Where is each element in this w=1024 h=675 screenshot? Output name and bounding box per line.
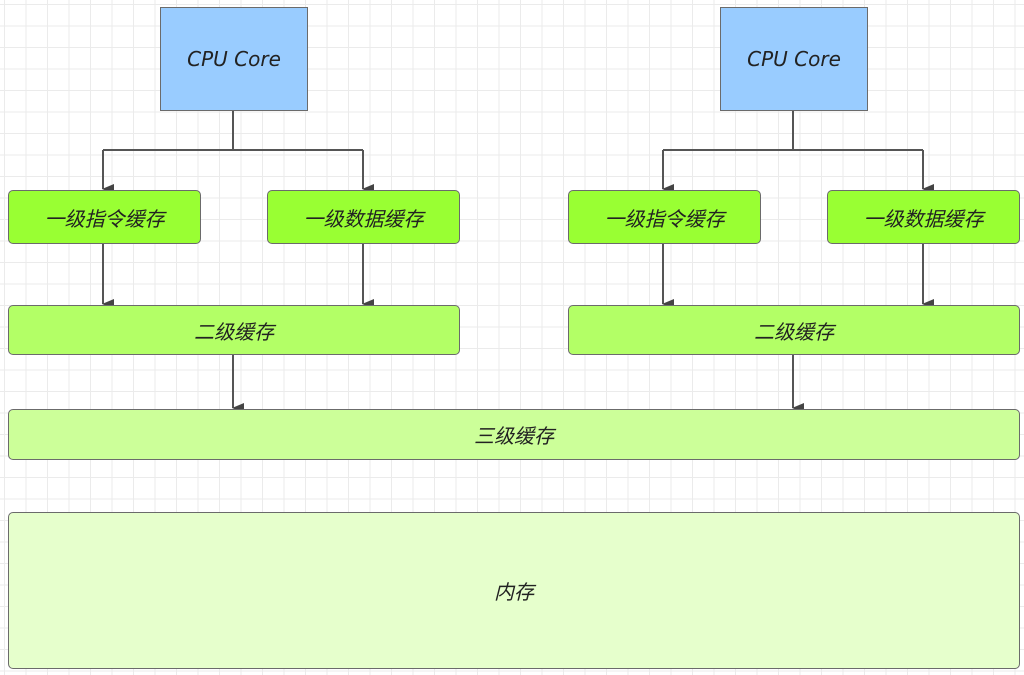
l1-instruction-cache-2[interactable]: 一级指令缓存 xyxy=(568,190,761,244)
cpu-core-2[interactable]: CPU Core xyxy=(720,7,868,111)
l2-cache-1[interactable]: 二级缓存 xyxy=(8,305,460,355)
cpu0-trunk xyxy=(103,110,363,151)
node-label: 一级数据缓存 xyxy=(863,206,984,231)
node-label: 一级指令缓存 xyxy=(44,206,165,231)
node-label: 内存 xyxy=(494,580,534,604)
cpu1-trunk xyxy=(663,110,923,151)
node-label: 一级指令缓存 xyxy=(604,206,725,231)
l1-data-cache-2[interactable]: 一级数据缓存 xyxy=(827,190,1020,244)
node-label: CPU Core xyxy=(747,47,841,71)
node-label: 二级缓存 xyxy=(754,319,834,344)
l2-cache-2[interactable]: 二级缓存 xyxy=(568,305,1020,355)
cpu-core-1[interactable]: CPU Core xyxy=(160,7,308,111)
node-label: CPU Core xyxy=(187,47,281,71)
node-label: 二级缓存 xyxy=(194,319,274,344)
node-label: 三级缓存 xyxy=(474,424,554,448)
l3-cache[interactable]: 三级缓存 xyxy=(8,409,1020,460)
node-label: 一级数据缓存 xyxy=(303,206,424,231)
main-memory[interactable]: 内存 xyxy=(8,512,1020,669)
l1-instruction-cache-1[interactable]: 一级指令缓存 xyxy=(8,190,201,244)
l1-data-cache-1[interactable]: 一级数据缓存 xyxy=(267,190,460,244)
